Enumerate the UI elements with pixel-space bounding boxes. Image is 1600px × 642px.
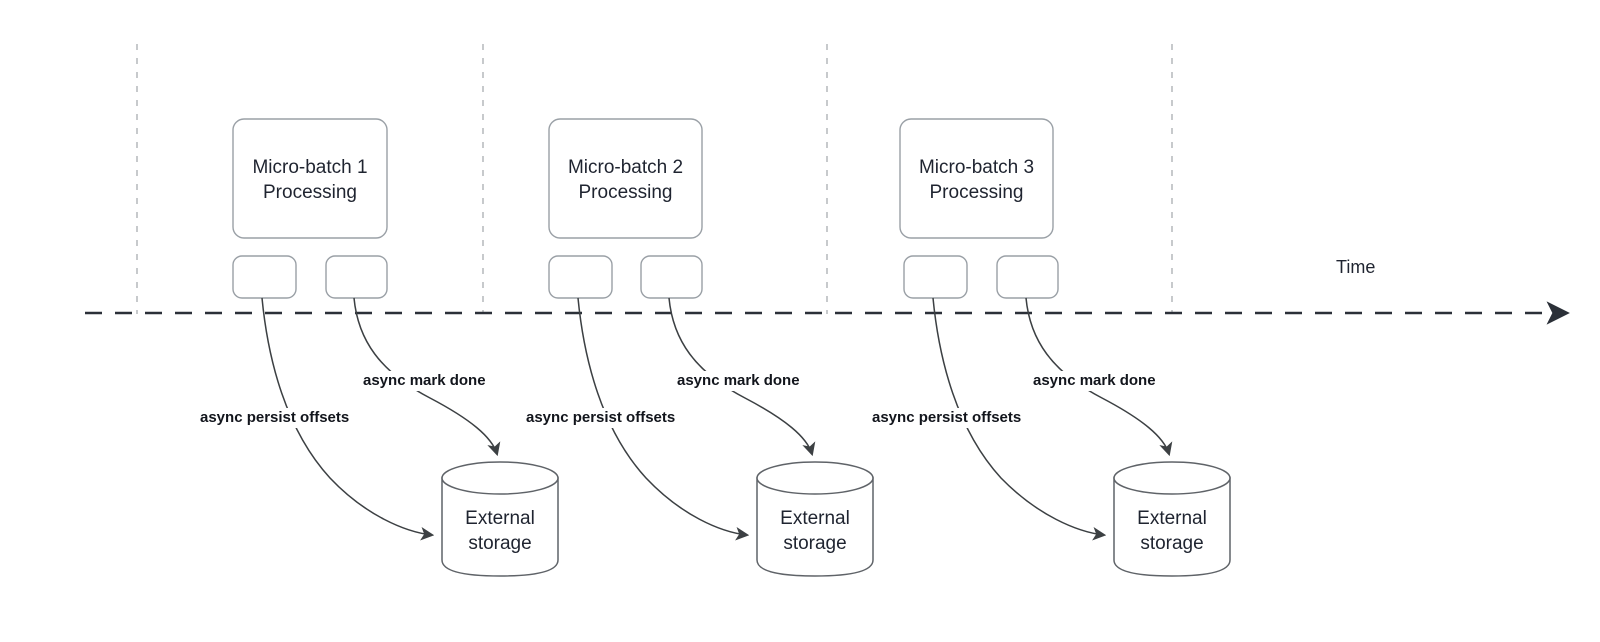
- edge-persist-offsets-3: [932, 297, 1107, 541]
- commit-task-box-3b[interactable]: [996, 255, 1059, 299]
- edge-label-mark-done-3: async mark done: [1031, 371, 1158, 391]
- commit-task-box-2b[interactable]: [640, 255, 703, 299]
- edge-label-persist-offsets-3: async persist offsets: [870, 408, 1024, 428]
- edge-mark-done-1: [353, 297, 501, 457]
- edge-label-persist-offsets-2: async persist offsets: [524, 408, 678, 428]
- group-3: [899, 118, 1231, 577]
- micro-batch-box-1[interactable]: [232, 118, 388, 239]
- commit-task-box-3a[interactable]: [903, 255, 968, 299]
- edge-persist-offsets-1: [261, 297, 435, 541]
- micro-batch-box-3[interactable]: [899, 118, 1054, 239]
- commit-task-box-2a[interactable]: [548, 255, 613, 299]
- edge-label-mark-done-2: async mark done: [675, 371, 802, 391]
- edge-label-persist-offsets-1: async persist offsets: [198, 408, 352, 428]
- edge-label-mark-done-1: async mark done: [361, 371, 488, 391]
- edge-mark-done-3: [1025, 297, 1173, 457]
- timeline-dividers: [136, 44, 1173, 314]
- external-storage-cylinder-2[interactable]: [756, 461, 874, 577]
- external-storage-cylinder-3[interactable]: [1113, 461, 1231, 577]
- micro-batch-box-2[interactable]: [548, 118, 703, 239]
- group-1: [232, 118, 559, 577]
- edge-mark-done-2: [668, 297, 816, 457]
- external-storage-cylinder-1[interactable]: [441, 461, 559, 577]
- group-2: [548, 118, 874, 577]
- edge-persist-offsets-2: [577, 297, 750, 541]
- time-axis-label: Time: [1336, 257, 1376, 277]
- commit-task-box-1a[interactable]: [232, 255, 297, 299]
- commit-task-box-1b[interactable]: [325, 255, 388, 299]
